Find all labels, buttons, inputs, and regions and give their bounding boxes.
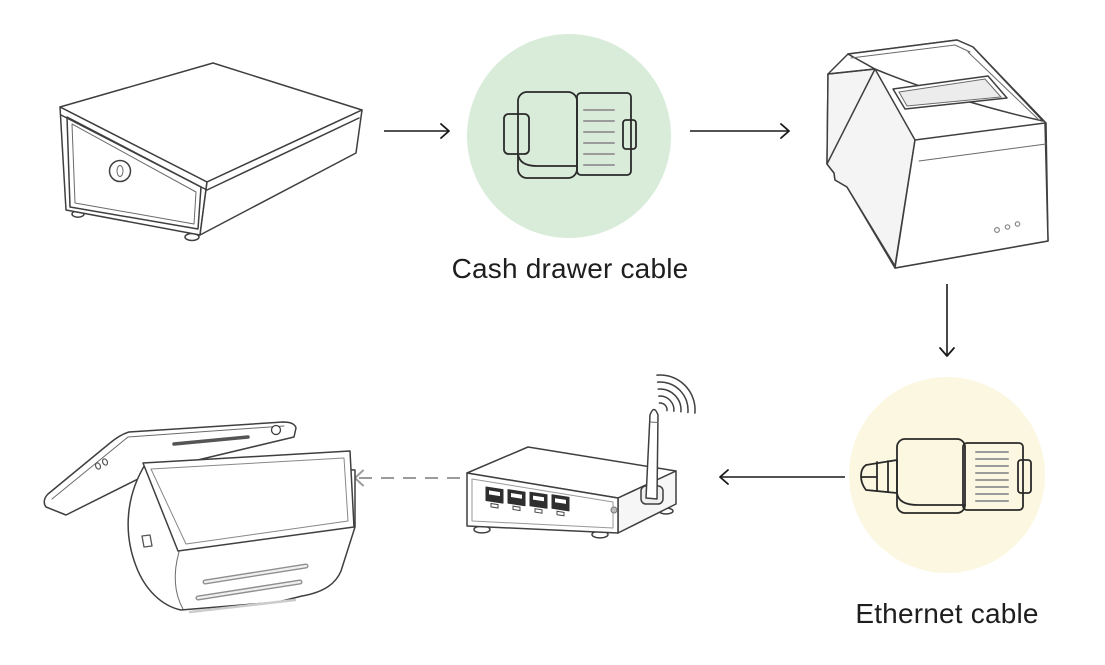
ethernet-cable-connector-icon (860, 438, 1032, 514)
down-arrow-icon (939, 284, 955, 357)
ethernet-port-icon (485, 486, 570, 517)
ethernet-cable-illustration (858, 435, 1032, 515)
chip-card-slot (141, 534, 153, 548)
receipt-printer-icon (826, 39, 1049, 269)
cash-drawer-illustration (55, 60, 370, 245)
ethernet-cable-label: Ethernet cable (855, 598, 1039, 629)
arrow-ethernet-to-router (712, 468, 847, 486)
card-swipe-slot (172, 435, 250, 446)
receipt-slot (195, 563, 309, 601)
cash-drawer-cable-label: Cash drawer cable (451, 253, 689, 284)
left-arrow-icon (719, 469, 845, 485)
cash-drawer-cable-connector-icon (503, 91, 637, 179)
ethernet-cable-badge (849, 377, 1045, 573)
cash-drawer-icon (59, 62, 363, 242)
right-arrow-icon (384, 123, 450, 139)
receipt-printer-illustration (815, 28, 1083, 276)
cash-drawer-cable-badge (467, 34, 671, 238)
cash-drawer-cable-illustration (503, 88, 637, 184)
right-arrow-icon (690, 123, 790, 139)
wifi-router-illustration (450, 370, 722, 570)
router-button-icon (610, 506, 618, 514)
wifi-waves-icon (658, 402, 668, 412)
camera-icon (270, 424, 282, 436)
arrow-cash-drawer-to-cable (384, 122, 458, 140)
antenna-icon (645, 408, 659, 500)
arrow-printer-to-ethernet (938, 284, 956, 362)
pos-terminal-illustration (38, 415, 370, 647)
arrow-cable-to-printer (690, 122, 798, 140)
wifi-router-icon (466, 374, 696, 539)
pos-terminal-icon (43, 421, 356, 614)
pos-screen (142, 450, 355, 552)
